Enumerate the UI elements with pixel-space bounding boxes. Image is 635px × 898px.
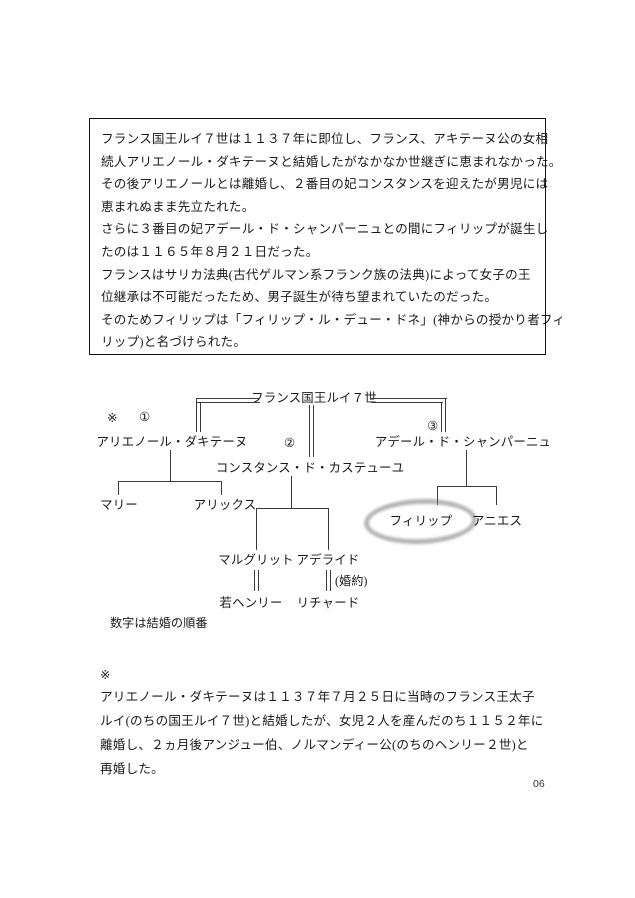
descent-line-agnes: [496, 486, 498, 505]
intro-line: フランスはサリカ法典(古代ゲルマン系フランク族の法典)によって女子の王: [101, 267, 531, 282]
descent-line-eleanor-stem: [170, 450, 172, 482]
intro-line: フランス国王ルイ７世は１１３７年に即位し、フランス、アキテーヌ公の女相: [101, 132, 549, 146]
descent-line-eleanor-bar: [118, 481, 222, 483]
marriage-line-adele-h2: [371, 402, 443, 404]
marriage-line-adele-h1: [371, 398, 447, 400]
marriage-order-1: ①: [139, 410, 151, 424]
marriage-line-constance-v1: [309, 405, 311, 457]
intro-line: たのは１１６５年８月２１日だった。: [101, 244, 319, 259]
intro-line: その後アリエノールとは離婚し、２番目の妃コンスタンスを迎えたが男児には: [101, 177, 549, 192]
intro-line: 恵まれぬまま先立たれた。: [101, 199, 255, 214]
tree-node-constance: コンスタンス・ド・カステューユ: [215, 461, 405, 475]
marriage-line-adelaide-v1: [326, 570, 328, 591]
descent-line-marguerite: [256, 508, 258, 550]
marriage-line-adele-v2: [441, 402, 443, 432]
descent-line-adele-bar: [437, 486, 497, 488]
pencil-highlight-ellipse: [363, 497, 478, 546]
footnote-line: 再婚した。: [100, 762, 164, 776]
tree-node-eleanor: アリエノール・ダキテーヌ: [96, 435, 248, 449]
footnote-line: アリエノール・ダキテーヌは１１３７年７月２５日に当時のフランス王太子: [100, 690, 535, 704]
tree-node-philippe: フィリップ: [389, 514, 453, 528]
footnote-reference-mark: ※: [107, 411, 118, 425]
footnote-line: 離婚し、２ヵ月後アンジュー伯、ノルマンディー公(のちのヘンリー２世)と: [100, 738, 529, 752]
descent-line-marie: [118, 481, 120, 495]
intro-line: 続人アリエノール・ダキテーヌと結婚したがなかなか世継ぎに恵まれなかった。: [101, 154, 562, 169]
marriage-line-marguerite-v1: [254, 570, 256, 591]
tree-node-marguerite: マルグリット: [218, 553, 294, 567]
tree-node-agnes: アニエス: [471, 514, 523, 528]
marriage-line-eleanor-v2: [200, 402, 202, 432]
tree-node-marie: マリー: [100, 498, 138, 512]
footnote-line: ルイ(のちの国王ルイ７世)と結婚したが、女児２人を産んだのち１１５２年に: [100, 714, 544, 728]
marriage-line-constance-v2: [313, 405, 315, 457]
marriage-line-eleanor-h2: [196, 402, 260, 404]
descent-line-alix: [221, 481, 223, 495]
marriage-line-adelaide-v2: [330, 570, 332, 591]
intro-line: さらに３番目の妃アデール・ド・シャンパーニュとの間にフィリップが誕生し: [101, 222, 549, 237]
tree-node-alix: アリックス: [193, 498, 257, 512]
tree-node-root: フランス国王ルイ７世: [251, 391, 377, 405]
descent-line-adele-stem: [466, 450, 468, 487]
marriage-order-2: ②: [284, 436, 296, 450]
tree-node-adelaide: アデライド: [296, 553, 360, 567]
tree-node-adele: アデール・ド・シャンパーニュ: [374, 435, 552, 449]
descent-line-constance-stem: [291, 476, 293, 509]
tree-node-richard: リチャード: [296, 596, 360, 610]
descent-line-constance-bar: [256, 508, 329, 510]
marriage-line-eleanor-v1: [196, 398, 198, 432]
intro-text-box: フランス国王ルイ７世は１１３７年に即位し、フランス、アキテーヌ公の女相 続人アリ…: [89, 118, 566, 355]
marriage-line-adele-v1: [445, 398, 447, 432]
footnote-mark: ※: [100, 668, 111, 682]
diagram-legend: 数字は結婚の順番: [110, 616, 208, 630]
footnote-block: ※ アリエノール・ダキテーヌは１１３７年７月２５日に当時のフランス王太子 ルイ(…: [100, 665, 560, 781]
marriage-order-3: ③: [427, 419, 439, 433]
descent-line-adelaide: [328, 508, 330, 550]
marriage-line-marguerite-v2: [258, 570, 260, 591]
marriage-line-eleanor-h1: [196, 398, 260, 400]
intro-line: リップ)と名づけられた。: [101, 335, 247, 350]
descent-line-philippe: [437, 486, 439, 505]
intro-line: そのためフィリップは「フィリップ・ル・デュー・ドネ」(神からの授かり者フィ: [101, 312, 566, 327]
tree-node-young-henry: 若ヘンリー: [219, 596, 283, 610]
intro-line: 位継承は不可能だったため、男子誕生が待ち望まれていたのだった。: [101, 290, 498, 305]
page-number: 06: [533, 778, 545, 790]
engagement-annotation: (婚約): [335, 574, 368, 588]
